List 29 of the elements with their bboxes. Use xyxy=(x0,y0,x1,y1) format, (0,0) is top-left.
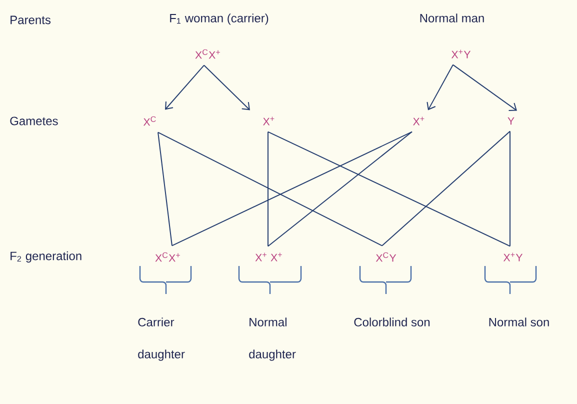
genotype-label: X$^{C}$Y xyxy=(376,252,396,262)
genotype-label: X$^{+}$ xyxy=(263,116,274,126)
genotype-label: X$^{C}$ xyxy=(143,116,156,126)
connector-line xyxy=(158,132,172,246)
arrow xyxy=(165,64,204,110)
row-label: Gametes xyxy=(10,116,58,126)
phenotype-label: Normal daughter xyxy=(249,318,296,361)
connector-line xyxy=(158,132,382,246)
arrow xyxy=(452,64,517,112)
genotype-label: Y xyxy=(508,117,514,125)
genotype-label: X$^{+}$ xyxy=(413,116,424,126)
row-label: Parents xyxy=(10,16,51,24)
phenotype-label: Carrier daughter xyxy=(138,318,185,361)
arrow xyxy=(204,64,250,110)
connector-line xyxy=(172,131,412,246)
genotype-label: X$^{C}$X$^{+}$ xyxy=(195,49,220,59)
connector-line xyxy=(268,131,412,247)
column-heading: Normal man xyxy=(420,14,484,22)
genotype-label: X$^{+}$Y xyxy=(451,50,471,58)
column-heading: F$_{1}$ woman (carrier) xyxy=(170,14,268,25)
genotype-label: X$^{+}$ X$^{+}$ xyxy=(255,252,282,262)
arrow xyxy=(426,64,454,110)
genotype-label: X$^{C}$X$^{+}$ xyxy=(155,252,180,262)
connector-line xyxy=(382,130,510,246)
phenotype-label: Colorblind son xyxy=(354,318,430,326)
connector-line xyxy=(268,131,510,247)
genotype-label: X$^{+}$Y xyxy=(503,252,523,262)
phenotype-label: Normal son xyxy=(489,318,549,326)
row-label: F$_{2}$ generation xyxy=(10,251,82,263)
